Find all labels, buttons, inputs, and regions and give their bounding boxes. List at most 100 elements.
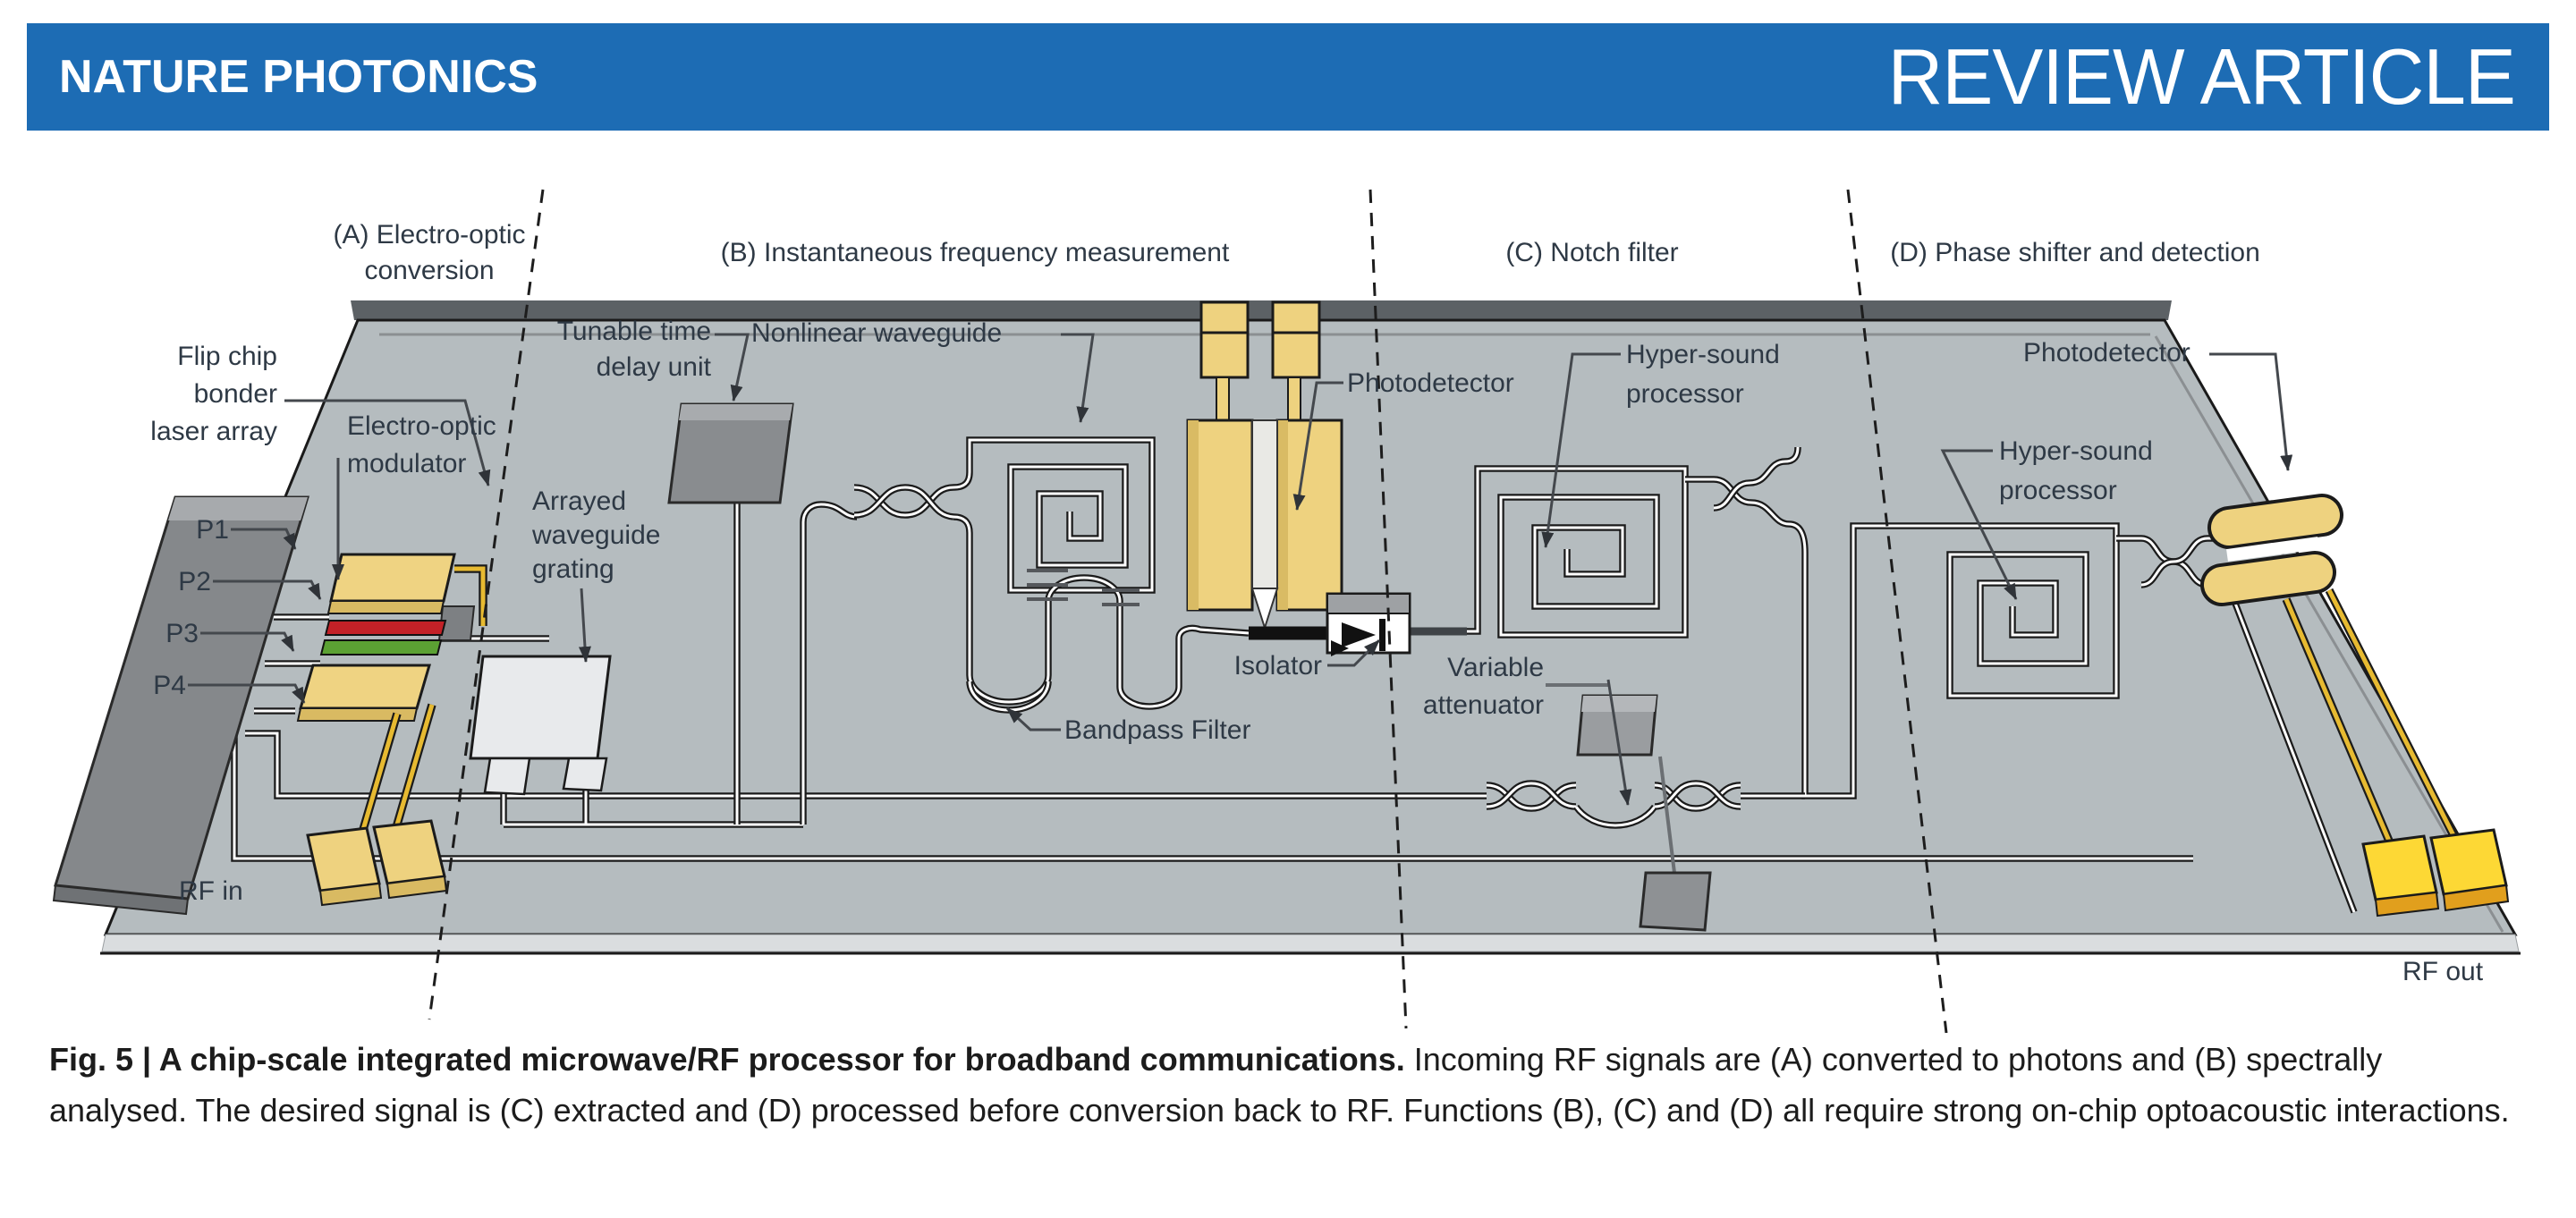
- modulator-bottom-slab: [299, 664, 431, 710]
- leader-ttd: [715, 333, 750, 402]
- photodetector-d-label: Photodetector: [2023, 338, 2190, 368]
- port-p2-label: P2: [178, 567, 211, 596]
- pd-b-stem-right: [1287, 376, 1301, 421]
- attenuator-lower-box: [1639, 871, 1712, 932]
- photodetector-d: [2200, 494, 2343, 606]
- pd-b-tower-left-shade: [1188, 420, 1199, 610]
- isolator-bar-glyph: [1379, 619, 1385, 651]
- leader-p1: [231, 528, 297, 550]
- leader-p2: [213, 579, 322, 600]
- awg-leg-right: [562, 757, 608, 792]
- leader-pd-b: [1292, 381, 1343, 511]
- pd-b-tower-right-shade: [1277, 420, 1288, 610]
- rf-electrode-traces: [352, 564, 2462, 856]
- variable-attenuator: [1546, 679, 1712, 932]
- hyper-sound-c-label-line1: Hyper-sound: [1626, 340, 1780, 369]
- section-a-label-line2: conversion: [364, 256, 494, 285]
- modulator-top-slab: [329, 553, 456, 603]
- pd-b-cap-right: [1271, 300, 1321, 379]
- modulator-top-slab-face: [326, 600, 445, 614]
- rf-out-pad-1: [2361, 834, 2438, 901]
- laser-array-top-face: [168, 497, 308, 520]
- pd-d-cyl-gap: [2226, 537, 2319, 562]
- section-b-label: (B) Instantaneous frequency measurement: [721, 238, 1230, 267]
- leader-flip-chip: [284, 399, 491, 486]
- leader-p3: [200, 631, 295, 652]
- rf-in-label: RF in: [179, 876, 243, 906]
- journal-title: NATURE PHOTONICS: [59, 51, 538, 103]
- leader-awg: [578, 588, 591, 663]
- isolator-small-arrow-glyph: [1331, 640, 1349, 656]
- hyper-sound-d-label-line1: Hyper-sound: [1999, 436, 2153, 466]
- leader-nonlinear: [1061, 333, 1095, 423]
- flip-chip-label-line2: bonder: [194, 379, 277, 409]
- leader-lines: [188, 333, 2293, 732]
- leader-bandpass: [1005, 706, 1061, 732]
- photodetector-b-label: Photodetector: [1347, 368, 1514, 398]
- modulator-red-stripe: [324, 620, 447, 636]
- awg-label-line2: waveguide: [531, 520, 660, 550]
- attenuator-stub: [1658, 756, 1676, 874]
- rf-out-pad-1-face: [2374, 891, 2440, 918]
- chip-inner-right-line: [2154, 335, 2504, 933]
- rf-in-pad-2: [372, 819, 446, 885]
- tunable-time-delay-unit: [667, 402, 794, 504]
- pd-d-cyl-bottom: [2204, 554, 2333, 603]
- rf-in-pad-1: [306, 826, 381, 892]
- rf-out-label: RF out: [2402, 957, 2484, 986]
- isolator-arrow-glyph: [1342, 622, 1376, 647]
- eom-label-line1: Electro-optic: [347, 411, 496, 441]
- rf-out-pad-2: [2429, 828, 2508, 896]
- rf-out-pads: [2361, 828, 2510, 918]
- variable-attenuator-label-line1: Variable: [1447, 653, 1544, 682]
- awg-box: [469, 655, 612, 760]
- attenuator-box-top: [1581, 696, 1657, 712]
- rf-in-pad-1-face: [318, 882, 383, 907]
- leader-hyper-sound-d: [1940, 449, 2018, 600]
- flip-chip-label-line3: laser array: [150, 417, 277, 446]
- port-p3-label: P3: [165, 619, 199, 648]
- awg-leg-left: [483, 757, 531, 796]
- section-c-label: (C) Notch filter: [1505, 238, 1678, 267]
- figure-labels: (A) Electro-optic conversion (B) Instant…: [150, 220, 2483, 986]
- pd-b-center-white: [1251, 419, 1278, 589]
- figure-caption: Fig. 5 | A chip-scale integrated microwa…: [49, 1034, 2525, 1136]
- leader-hyper-sound-c: [1541, 352, 1621, 548]
- pd-b-cap-left: [1199, 300, 1250, 379]
- isolator: [1326, 592, 1411, 656]
- leader-isolator: [1327, 639, 1381, 667]
- leader-pd-d: [2209, 352, 2293, 471]
- hyper-sound-c-label-line2: processor: [1626, 379, 1744, 409]
- ttd-label-line1: Tunable time: [557, 317, 711, 346]
- bandpass-filter-label: Bandpass Filter: [1064, 715, 1250, 745]
- pd-d-cyl-top: [2211, 497, 2340, 546]
- journal-header-bar: NATURE PHOTONICS REVIEW ARTICLE: [27, 23, 2549, 131]
- flip-chip-label-line1: Flip chip: [177, 342, 277, 371]
- awg-label-line1: Arrayed: [532, 486, 626, 516]
- article-type-label: REVIEW ARTICLE: [1887, 32, 2516, 121]
- chip-front-face: [101, 934, 2520, 952]
- section-d-label: (D) Phase shifter and detection: [1890, 238, 2260, 267]
- attenuator-variable-arrow: [1606, 679, 1632, 806]
- isolator-top-strip: [1326, 593, 1411, 614]
- electro-optic-modulator: [296, 553, 476, 722]
- chip-back-edge: [351, 300, 2172, 320]
- divider-a-b: [428, 189, 545, 1020]
- caption-lead: Fig. 5 | A chip-scale integrated microwa…: [49, 1041, 1405, 1078]
- arrayed-waveguide-grating: [469, 655, 612, 796]
- section-divider-lines: [428, 189, 1948, 1034]
- flip-chip-laser-array: [52, 495, 310, 916]
- ttd-label-line2: delay unit: [597, 352, 712, 382]
- bandpass-grating-ticks: [1027, 569, 1140, 606]
- port-p1-label: P1: [196, 515, 229, 545]
- divider-b-c: [1368, 189, 1408, 1029]
- leader-p4: [188, 683, 306, 704]
- isolator-label: Isolator: [1234, 651, 1322, 681]
- rf-in-pads: [306, 819, 448, 907]
- variable-attenuator-label-line2: attenuator: [1423, 690, 1544, 720]
- modulator-bottom-slab-face: [296, 707, 419, 722]
- nonlinear-waveguide-label: Nonlinear waveguide: [751, 318, 1002, 348]
- pd-b-stem-left: [1216, 376, 1230, 421]
